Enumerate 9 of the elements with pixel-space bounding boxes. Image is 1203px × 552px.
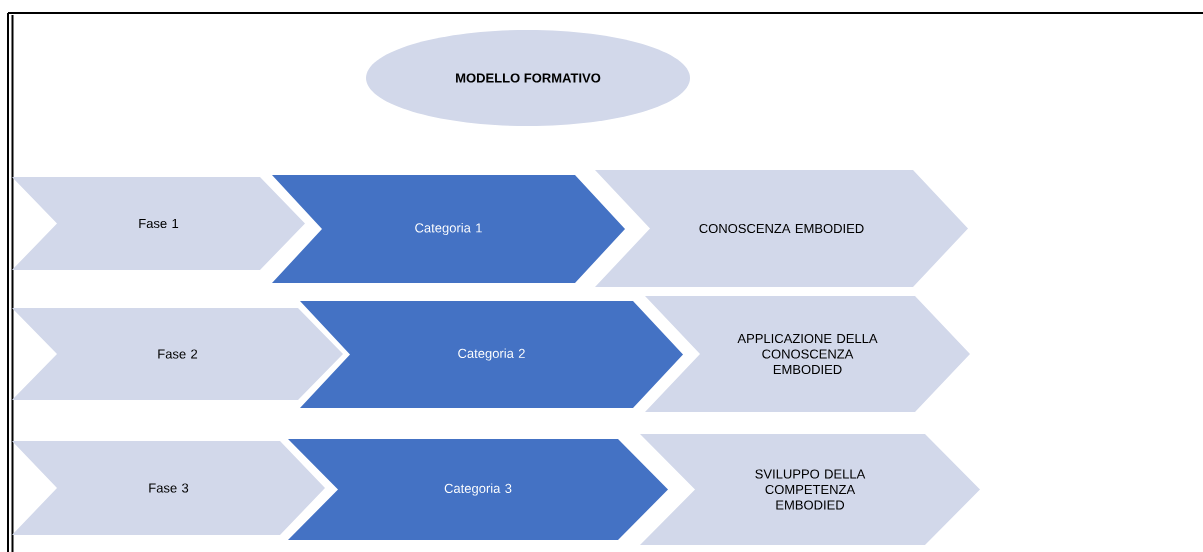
process-step: Fase 2: [12, 308, 343, 400]
process-step: APPLICAZIONE DELLA CONOSCENZA EMBODIED: [645, 296, 970, 412]
process-step: SVILUPPO DELLA COMPETENZA EMBODIED: [640, 434, 980, 545]
process-step: Categoria 2: [300, 301, 683, 408]
process-step: Fase 3: [12, 441, 325, 535]
process-step: Categoria 3: [288, 439, 668, 540]
process-step: Categoria 1: [272, 175, 625, 283]
process-step: CONOSCENZA EMBODIED: [595, 170, 968, 287]
process-step: Fase 1: [12, 177, 305, 270]
